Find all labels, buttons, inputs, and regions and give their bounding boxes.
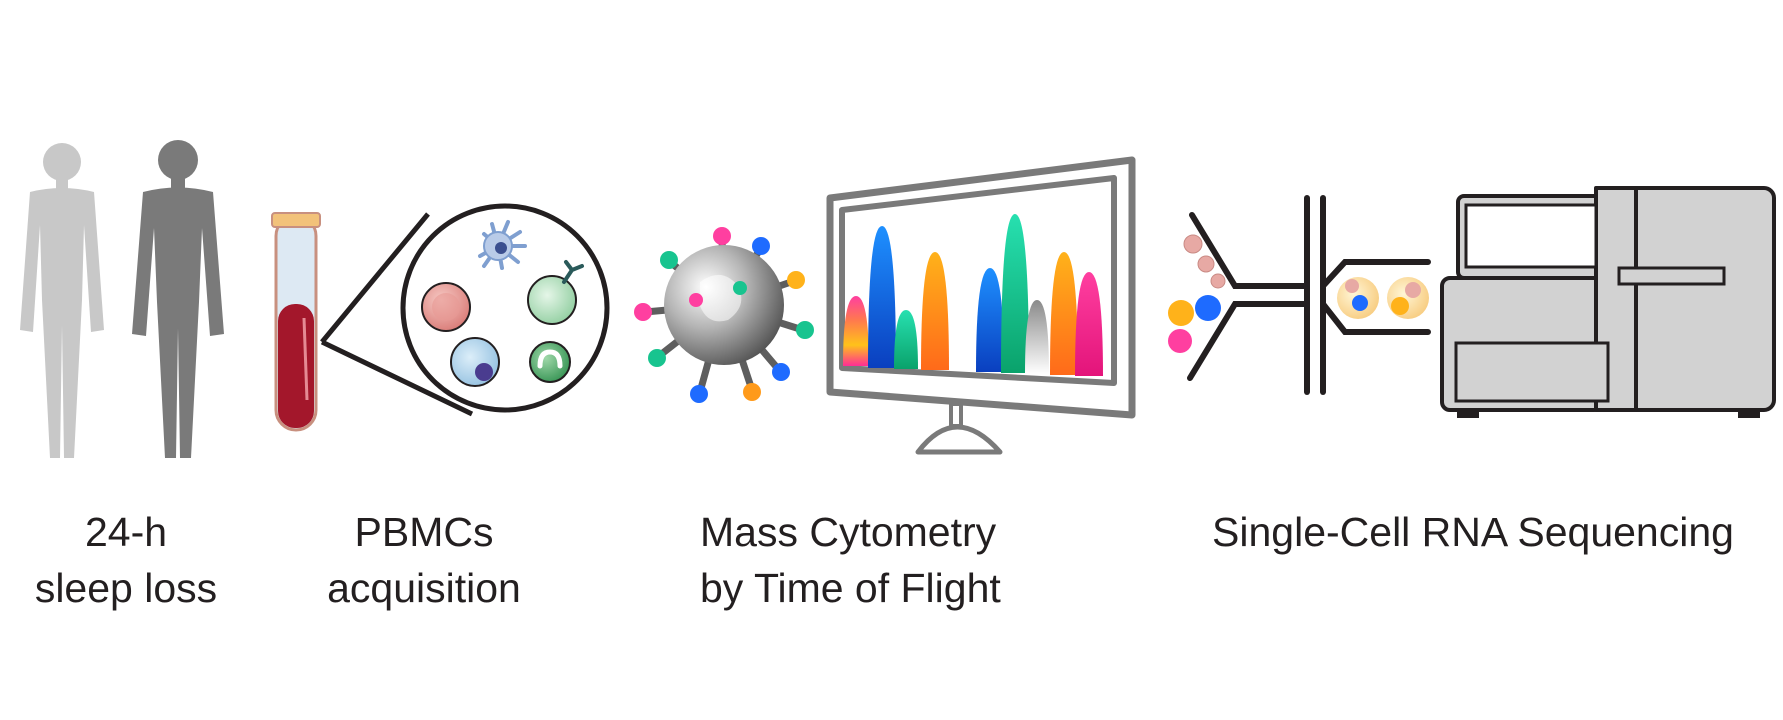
- metal-tagged-cell-icon: [634, 227, 814, 403]
- spectrum-monitor-icon: [826, 156, 1136, 455]
- caption-line: acquisition: [327, 565, 521, 611]
- droplet-junction-icon: [1168, 195, 1431, 395]
- step-caption-sleep-loss: 24-h sleep loss: [12, 504, 240, 616]
- step-caption-pbmcs: PBMCs acquisition: [300, 504, 548, 616]
- red-cell-icon: [421, 282, 471, 332]
- caption-line: sleep loss: [34, 565, 218, 611]
- neutrophil-cell-icon: [529, 341, 571, 383]
- dendritic-cell-icon: [478, 220, 527, 270]
- lymphocyte-cell-icon: [450, 337, 500, 387]
- antibody-cell-icon: [527, 260, 584, 325]
- spectrum-peaks: [843, 214, 1103, 376]
- blood-tube-icon: [271, 212, 321, 432]
- human-silhouette-icon: [20, 140, 224, 458]
- caption-line: Single-Cell RNA Sequencing: [1212, 509, 1734, 555]
- cell-magnifier-icon: [320, 203, 610, 417]
- caption-line: by Time of Flight: [700, 565, 1001, 611]
- caption-line: PBMCs: [354, 509, 494, 555]
- step-caption-scrnaseq: Single-Cell RNA Sequencing: [1178, 504, 1768, 560]
- caption-line: Mass Cytometry: [700, 509, 997, 555]
- step-caption-cytof: Mass Cytometry by Time of Flight: [700, 504, 1060, 616]
- caption-line: 24-h: [84, 509, 168, 555]
- sequencer-machine-icon: [1440, 186, 1776, 418]
